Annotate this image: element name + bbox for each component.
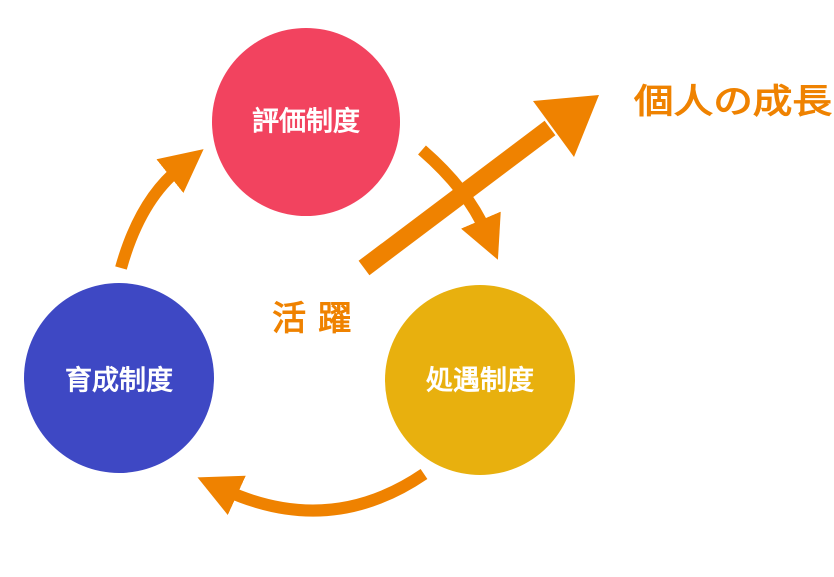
treatment-label: 処遇制度 <box>426 365 534 397</box>
node-development: 育成制度 <box>24 283 214 473</box>
evaluation-circle <box>212 28 400 216</box>
node-treatment: 処遇制度 <box>385 285 575 475</box>
arrow-development-to-evaluation <box>115 149 204 270</box>
treatment-circle <box>385 285 575 475</box>
evaluation-label: 評価制度 <box>252 106 360 138</box>
growth-label: 個人の成長 <box>633 82 833 122</box>
growth-arrow <box>358 95 599 276</box>
development-circle <box>24 283 214 473</box>
node-evaluation: 評価制度 <box>212 28 400 216</box>
arrow-treatment-to-development <box>197 469 428 517</box>
development-label: 育成制度 <box>65 365 173 397</box>
center-label: 活 躍 <box>272 299 352 339</box>
